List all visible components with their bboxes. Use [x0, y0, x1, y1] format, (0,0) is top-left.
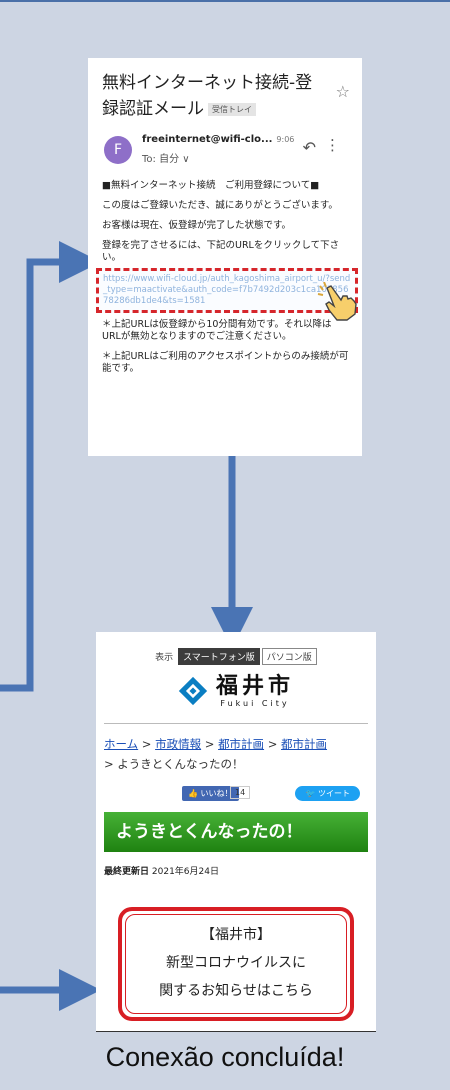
city-logo[interactable]: 福井市 Fukui City: [104, 671, 368, 711]
breadcrumb-home[interactable]: ホーム: [104, 737, 139, 751]
city-site-screen: 表示 スマートフォン版パソコン版 福井市 Fukui City ホーム > 市政…: [96, 632, 376, 1032]
email-screen: 無料インターネット接続-登録認証メール受信トレイ ☆ F freeinterne…: [88, 58, 362, 456]
breadcrumb-urban-planning-2[interactable]: 都市計画: [281, 737, 328, 751]
smartphone-version-button[interactable]: スマートフォン版: [178, 648, 260, 665]
like-count: 14: [230, 786, 251, 799]
social-buttons: 👍 いいね！ 14 🐦 ツイート: [104, 786, 368, 810]
email-heading: ■無料インターネット接続 ご利用登録について■: [102, 180, 320, 191]
email-note: ＊上記URLは仮登録から10分間有効です。それ以降はURLが無効となりますのでご…: [102, 319, 332, 342]
avatar: F: [104, 136, 132, 164]
pc-version-button[interactable]: パソコン版: [261, 648, 317, 665]
notice-line: 【福井市】: [201, 927, 271, 943]
email-paragraph: お客様は現在、仮登録が完了した状態です。: [102, 220, 292, 231]
email-body: ■無料インターネット接続 ご利用登録について■ この度はご登録いただき、誠にあり…: [96, 180, 358, 375]
email-paragraph: この度はご登録いただき、誠にありがとうございます。: [102, 200, 338, 211]
notice-line: 関するお知らせはこちら: [159, 983, 313, 999]
email-note: ＊上記URLはご利用のアクセスポイントからのみ接続が可能です。: [102, 351, 349, 374]
covid-notice-button[interactable]: 【福井市】 新型コロナウイルスに 関するお知らせはこちら: [118, 907, 354, 1021]
breadcrumb: ホーム > 市政情報 > 都市計画 > 都市計画 > ようきとくんなったの！: [104, 734, 368, 774]
breadcrumb-city-info[interactable]: 市政情報: [155, 737, 202, 751]
star-icon[interactable]: ☆: [335, 82, 350, 101]
reply-icon[interactable]: ↶: [302, 138, 316, 157]
city-emblem-icon: [178, 676, 208, 706]
like-button[interactable]: 👍 いいね！: [182, 786, 239, 801]
email-paragraph: 登録を完了させるには、下記のURLをクリックして下さい。: [102, 240, 340, 263]
email-subject: 無料インターネット接続-登録認証メール受信トレイ: [102, 73, 313, 119]
arrow-left-to-email: [0, 241, 101, 692]
inbox-label: 受信トレイ: [208, 102, 256, 116]
sender-address: freeinternet@wifi-clo...9:06: [142, 134, 295, 145]
more-options-icon[interactable]: ⋮: [325, 136, 340, 154]
breadcrumb-urban-planning[interactable]: 都市計画: [218, 737, 265, 751]
divider: [104, 723, 368, 724]
city-name: 福井市: [215, 673, 294, 699]
page-title: ようきとくんなったの！: [104, 812, 368, 852]
city-name-en: Fukui City: [220, 698, 290, 708]
email-time: 9:06: [276, 135, 295, 144]
tweet-button[interactable]: 🐦 ツイート: [295, 786, 360, 801]
caption: Conexão concluída!: [105, 1042, 345, 1072]
notice-line: 新型コロナウイルスに: [166, 955, 306, 971]
breadcrumb-current: > ようきとくんなったの！: [104, 757, 244, 771]
pointing-hand-icon: [317, 282, 357, 321]
recipient[interactable]: To: 自分 ∨: [142, 154, 190, 165]
sender-row: F freeinternet@wifi-clo...9:06 To: 自分 ∨ …: [102, 130, 350, 172]
activation-url-link[interactable]: https://www.wifi-cloud.jp/auth_kagoshima…: [96, 268, 358, 321]
last-updated: 最終更新日 2021年6月24日: [104, 867, 219, 877]
display-version-toggle: 表示 スマートフォン版パソコン版: [104, 648, 368, 665]
